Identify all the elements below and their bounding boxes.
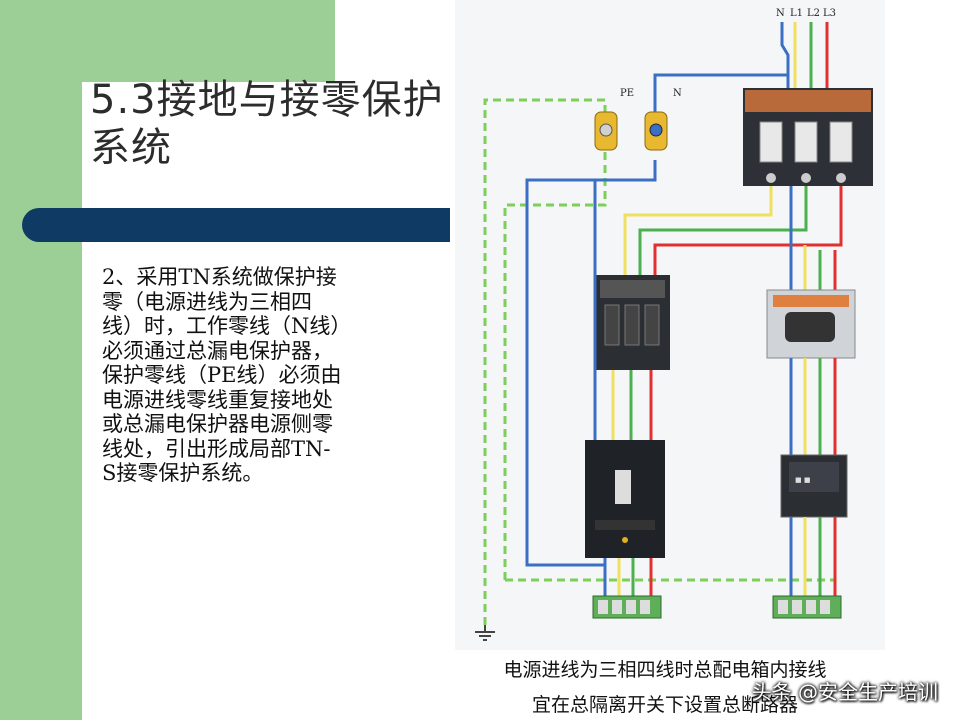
- slide-title: 5.3接地与接零保护系统: [90, 77, 444, 171]
- label-n-terminal: N: [673, 88, 682, 99]
- wire-pe-branch: [503, 150, 607, 580]
- label-l2: L2: [807, 8, 820, 19]
- label-l1: L1: [790, 8, 803, 19]
- left-main-breaker: [585, 440, 665, 558]
- terminal-block-right: [772, 595, 842, 619]
- decor-green-left: [0, 0, 82, 720]
- wire-l2-left: [638, 186, 808, 275]
- wiring-diagram: N L1 L2 L3 PE N: [455, 0, 885, 650]
- slide-body-text: 2、采用TN系统做保护接零（电源进线为三相四线）时，工作零线（N线）必须通过总漏…: [102, 265, 342, 485]
- watermark-text: 头条 @安全生产培训: [751, 680, 938, 704]
- left-fuse-switch: [595, 275, 670, 370]
- n-terminal: [644, 111, 668, 151]
- wire-n-to-breaker: [593, 160, 657, 445]
- main-isolator-switch: [743, 88, 873, 186]
- diagram-caption-line1: 电源进线为三相四线时总配电箱内接线: [503, 659, 827, 681]
- label-pe: PE: [620, 88, 634, 99]
- svg-text:■ ■: ■ ■: [795, 476, 810, 484]
- pe-terminal: [594, 111, 618, 151]
- wire-l1-left: [623, 186, 773, 275]
- label-n-top: N: [776, 8, 785, 19]
- wire-pe-main: [483, 98, 607, 625]
- ground-symbol-icon: [475, 625, 495, 641]
- right-leakage-protector: ■ ■: [780, 454, 848, 518]
- wire-n-to-terminal: [653, 55, 790, 115]
- diagram-caption-line2: 宜在总隔离开关下设置总断路器: [531, 694, 798, 716]
- title-underline-bar: [22, 208, 450, 242]
- right-current-transformer: [766, 289, 856, 359]
- label-l3: L3: [823, 8, 836, 19]
- wire-l3-left: [653, 186, 843, 275]
- terminal-block-left: [592, 595, 662, 619]
